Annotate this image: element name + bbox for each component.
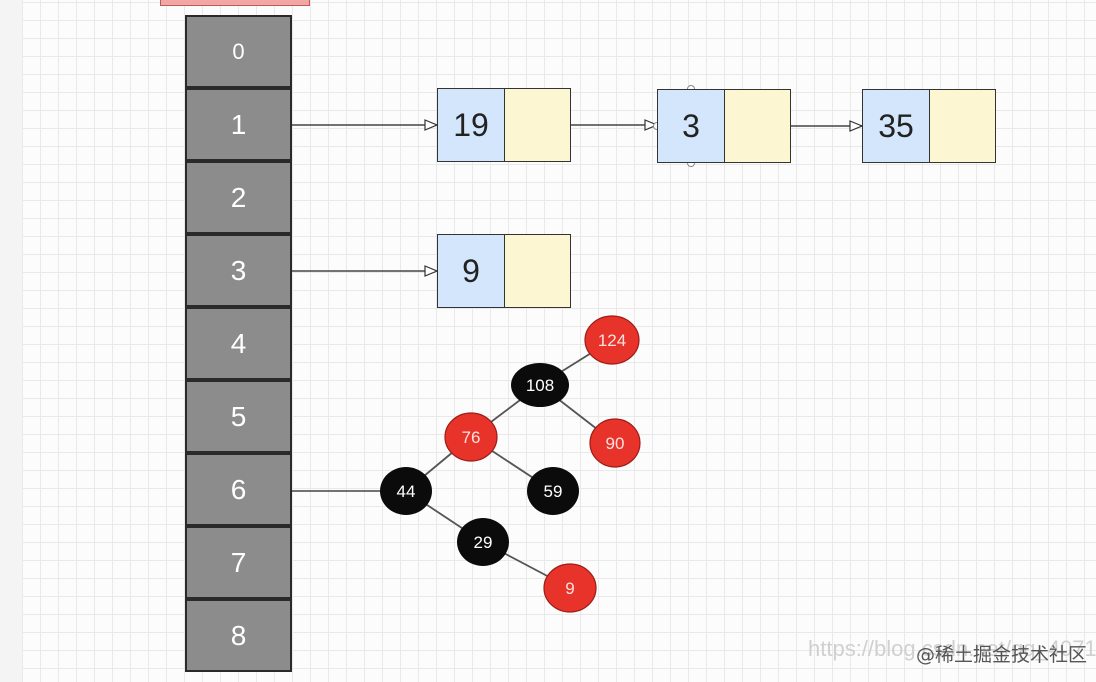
bucket-4: 4: [185, 307, 292, 380]
bucket-5: 5: [185, 380, 292, 453]
node-next-pointer: [725, 90, 790, 162]
list-node-9: 9: [437, 234, 571, 308]
tree-node-label: 9: [565, 579, 574, 598]
node-next-pointer: [930, 90, 995, 162]
tree-node-label: 76: [462, 428, 481, 447]
tree-node-label: 59: [544, 482, 563, 501]
left-margin: [0, 0, 22, 682]
node-key: 9: [438, 235, 505, 307]
tree-node-29: 29: [457, 518, 509, 566]
node-key: 19: [438, 89, 505, 161]
tree-node-108: 108: [511, 363, 569, 407]
bucket-3: 3: [185, 234, 292, 307]
tree-node-label: 90: [606, 434, 625, 453]
node-next-pointer: [505, 89, 570, 161]
tree-node-44: 44: [380, 467, 432, 515]
list-node-3: 3: [657, 89, 791, 163]
tree-node-124: 124: [584, 315, 640, 365]
blog-watermark: https://blog.csdn.net/qq_40717609: [808, 636, 1096, 661]
bucket-2: 2: [185, 161, 292, 234]
list-node-19: 19: [437, 88, 571, 162]
tree-node-label: 29: [474, 533, 493, 552]
bucket-6: 6: [185, 453, 292, 526]
list-node-35: 35: [862, 89, 996, 163]
tree-node-label: 124: [598, 331, 626, 350]
node-key: 35: [863, 90, 930, 162]
bucket-8: 8: [185, 599, 292, 672]
tree-node-label: 44: [397, 482, 416, 501]
node-key: 3: [658, 90, 725, 162]
tree-node-59: 59: [527, 467, 579, 515]
tree-node-9: 9: [543, 563, 597, 613]
bucket-7: 7: [185, 526, 292, 599]
bucket-1: 1: [185, 88, 292, 161]
bucket-0: 0: [185, 15, 292, 88]
tree-node-90: 90: [589, 418, 641, 468]
juejin-credit: @稀土掘金技术社区: [916, 644, 1088, 666]
tree-node-label: 108: [526, 376, 554, 395]
array-title-label: [160, 0, 310, 6]
tree-node-76: 76: [444, 412, 498, 462]
node-next-pointer: [505, 235, 570, 307]
